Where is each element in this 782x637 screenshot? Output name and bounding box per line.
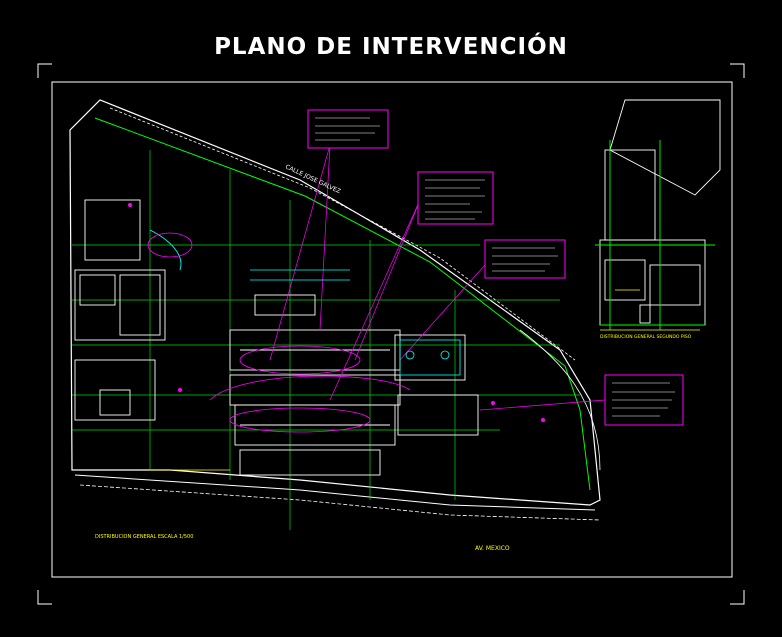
markers bbox=[128, 203, 545, 422]
leader-lines bbox=[269, 144, 606, 411]
street-top-label: CALLE JOSE GALVEZ bbox=[284, 163, 341, 195]
pathways bbox=[147, 232, 411, 433]
frame bbox=[37, 63, 745, 605]
main-plan-caption: DISTRIBUCION GENERAL ESCALA 1/500 bbox=[95, 534, 193, 540]
annotation-text bbox=[315, 117, 675, 417]
inset-plan bbox=[595, 99, 721, 330]
annotation-boxes bbox=[307, 109, 684, 426]
site-outline bbox=[69, 99, 601, 521]
page-title: PLANO DE INTERVENCIÓN bbox=[214, 34, 568, 60]
central-buildings bbox=[229, 294, 479, 476]
street-labels: CALLE JOSE GALVEZ AV. MEXICO DISTRIBUCIO… bbox=[95, 163, 692, 552]
dimension-marks bbox=[150, 289, 700, 471]
inset-plan-caption: DISTRIBUCION GENERAL SEGUNDO PISO bbox=[600, 334, 692, 340]
left-buildings bbox=[74, 199, 182, 421]
street-bottom-label: AV. MEXICO bbox=[475, 545, 510, 552]
cyan-details bbox=[250, 269, 461, 376]
